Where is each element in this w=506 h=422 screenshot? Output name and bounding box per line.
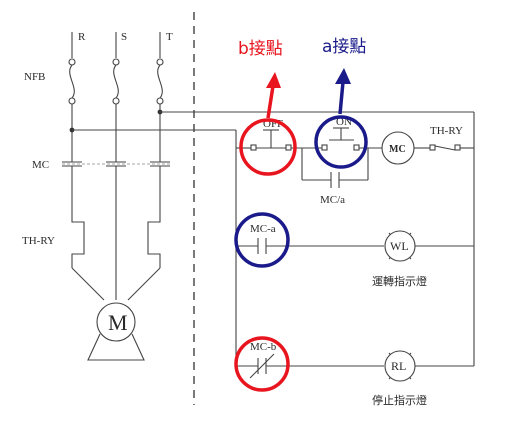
mc-a-hold-label: MC/a: [320, 194, 345, 206]
wl-label: WL: [390, 239, 409, 253]
b-contact-annotation: b接點: [238, 39, 283, 59]
rl-label: RL: [391, 359, 406, 373]
a-contact-marker: [234, 212, 290, 268]
b-contact-marker: [239, 118, 297, 176]
mc-a-contact: MC-a: [250, 223, 276, 254]
mc-main-label: MC: [32, 159, 49, 171]
wl-lamp: WL 運轉指示燈: [372, 230, 427, 288]
mc-b-label: MC-b: [250, 341, 277, 353]
mc-coil: MC: [381, 131, 415, 165]
b-arrow-icon: [266, 72, 281, 88]
mc-a-label: MC-a: [250, 223, 276, 235]
motor-symbol: M: [87, 302, 145, 361]
phase-s-label: S: [121, 31, 127, 43]
wl-caption: 運轉指示燈: [372, 274, 427, 288]
nfb-breaker: [68, 58, 164, 105]
phase-t-label: T: [166, 31, 173, 43]
mc-b-contact: MC-b: [249, 341, 277, 379]
motor-label: M: [108, 310, 128, 335]
a-contact-marker: [314, 115, 368, 169]
phase-r-label: R: [78, 31, 86, 43]
rl-caption: 停止指示燈: [372, 393, 427, 407]
annotations: b接點 a接點: [234, 37, 368, 392]
control-circuit: OFF ON MC/a MC TH-RY: [72, 111, 475, 407]
power-circuit: R S T NFB MC: [22, 31, 173, 361]
b-contact-marker: [234, 336, 290, 392]
rl-lamp: RL 停止指示燈: [372, 350, 427, 407]
a-contact-annotation: a接點: [322, 37, 366, 57]
a-arrow-icon: [335, 68, 351, 84]
mc-coil-label: MC: [389, 144, 406, 155]
thry-main-label: TH-RY: [22, 235, 55, 247]
mc-main-contacts: [62, 161, 170, 167]
thry-control-contact: TH-RY: [429, 125, 463, 151]
nfb-label: NFB: [24, 71, 45, 83]
thry-ctrl-label: TH-RY: [430, 125, 463, 137]
